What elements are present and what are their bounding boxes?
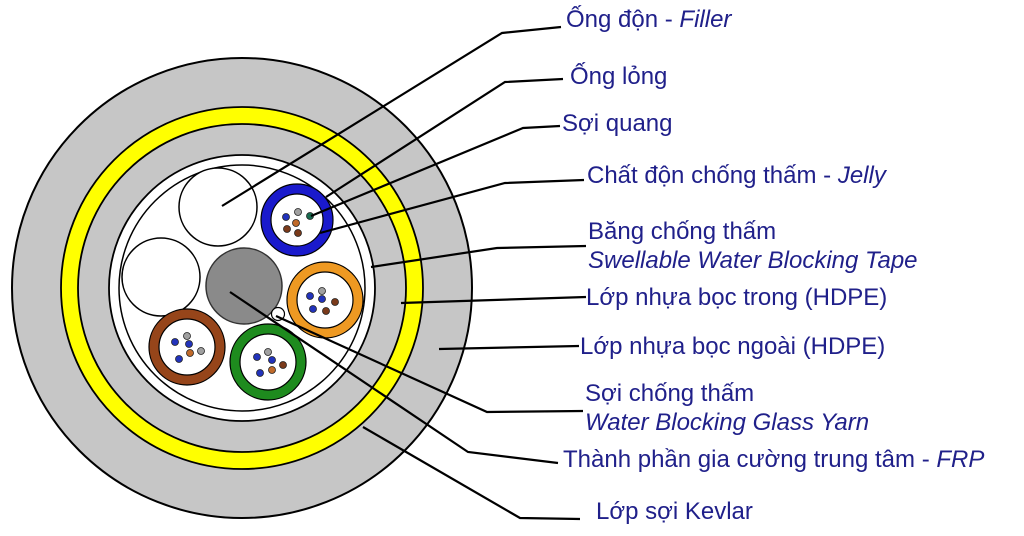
loose-tube-orange: [286, 261, 364, 339]
fiber-dot: [306, 292, 314, 300]
fiber-dot: [268, 366, 276, 374]
fiber-dot: [282, 213, 290, 221]
label-filler-text: Ống độn -: [566, 6, 680, 33]
label-tape-line1: Băng chống thấm: [588, 218, 777, 245]
label-inner-jacket-text: Lớp nhựa bọc trong (HDPE): [586, 284, 888, 311]
label-jelly-text: Chất độn chống thấm -: [587, 162, 838, 189]
filler-tube-top: [178, 167, 258, 247]
fiber-dots-blue: [282, 208, 314, 237]
label-tape-line2: Swellable Water Blocking Tape: [588, 247, 918, 274]
label-filler: Ống độn - Filler: [566, 5, 731, 34]
label-loose-tube: Ống lỏng: [570, 62, 667, 91]
fiber-dot: [171, 338, 179, 346]
label-frp-text: Thành phần gia cường trung tâm -: [563, 446, 937, 473]
label-loose-tube-text: Ống lỏng: [570, 63, 668, 90]
fiber-dot: [318, 295, 326, 303]
leader-lines: [221, 25, 587, 521]
fiber-dots-green: [253, 348, 287, 377]
label-kevlar-text: Lớp sợi Kevlar: [596, 498, 753, 525]
fiber-dots-brown: [171, 332, 205, 363]
label-inner-jacket: Lớp nhựa bọc trong (HDPE): [586, 283, 887, 312]
fiber-dot: [294, 229, 302, 237]
fiber-dot: [253, 353, 261, 361]
loose-tube-brown: [148, 308, 226, 386]
label-jelly: Chất độn chống thấm - Jelly: [587, 161, 886, 190]
leader-inner-jacket: [400, 295, 587, 305]
label-water-blocking-tape: Băng chống thấm Swellable Water Blocking…: [588, 217, 918, 275]
fiber-dot: [331, 298, 339, 306]
leader-optical-fiber: [310, 124, 561, 218]
fiber-dot: [256, 369, 264, 377]
loose-tube-green: [229, 323, 307, 401]
label-optical-fiber-text: Sợi quang: [562, 110, 673, 137]
fiber-dot: [183, 332, 191, 340]
label-outer-jacket-text: Lớp nhựa bọc ngoài (HDPE): [580, 333, 886, 360]
label-optical-fiber: Sợi quang: [562, 109, 672, 138]
leader-kevlar: [362, 426, 581, 521]
frp-central-member: [205, 247, 283, 325]
fiber-dot: [264, 348, 272, 356]
fiber-dot: [292, 219, 300, 227]
leader-outer-jacket: [438, 344, 580, 351]
fiber-dot: [322, 307, 330, 315]
fiber-dot: [318, 287, 326, 295]
fiber-dot: [175, 355, 183, 363]
fiber-dot: [197, 347, 205, 355]
label-glass-yarn-line2: Water Blocking Glass Yarn: [585, 409, 870, 436]
leader-frp: [229, 291, 559, 465]
label-glass-yarn: Sợi chống thấm Water Blocking Glass Yarn: [585, 379, 869, 437]
fiber-dot: [294, 208, 302, 216]
filler-tube-left: [121, 237, 201, 317]
leader-filler: [221, 25, 562, 207]
label-filler-italic: Filler: [679, 6, 732, 33]
fiber-dot: [185, 340, 193, 348]
fiber-dot: [309, 305, 317, 313]
leader-glass-yarn: [275, 314, 584, 414]
fiber-dot: [186, 349, 194, 357]
label-frp-italic: FRP: [936, 446, 985, 473]
fiber-dot: [268, 356, 276, 364]
label-jelly-italic: Jelly: [837, 162, 886, 189]
label-kevlar: Lớp sợi Kevlar: [596, 497, 753, 526]
fiber-dot: [279, 361, 287, 369]
loose-tube-green-inner: [239, 333, 297, 391]
label-glass-yarn-line1: Sợi chống thấm: [585, 380, 755, 407]
leader-jelly: [319, 178, 585, 235]
loose-tube-blue: [260, 183, 334, 257]
fiber-dots-orange: [306, 287, 339, 315]
leader-loose-tube: [325, 77, 564, 198]
fiber-dot: [283, 225, 291, 233]
label-frp: Thành phần gia cường trung tâm - FRP: [563, 445, 984, 474]
leader-tape: [370, 244, 587, 269]
label-outer-jacket: Lớp nhựa bọc ngoài (HDPE): [580, 332, 885, 361]
